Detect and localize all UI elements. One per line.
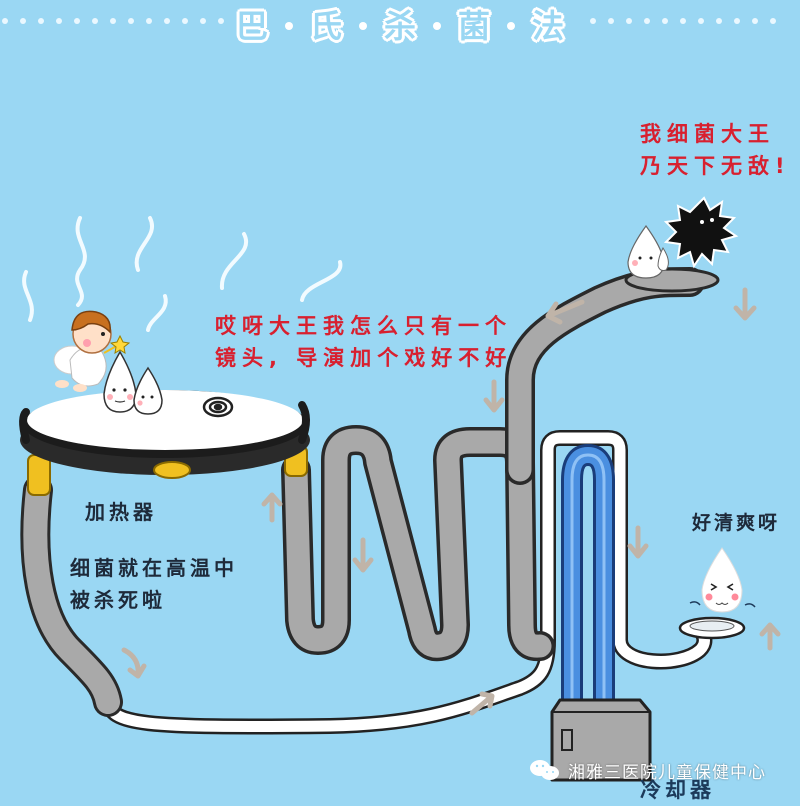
title-char: 巴: [235, 7, 268, 45]
droplet-complaint-speech: 哎呀大王我怎么只有一个 镜头, 导演加个戏好不好: [215, 310, 512, 374]
droplet-character-spout: [627, 224, 669, 279]
title-dots-right: [590, 18, 776, 24]
wechat-icon: [530, 760, 559, 780]
watermark-text: 湘雅三医院儿童保健中心: [568, 762, 766, 783]
title-separator: [507, 22, 515, 30]
title-separator: [285, 22, 293, 30]
watermark: 湘雅三医院儿童保健中心: [528, 755, 766, 785]
swirl-hole-icon: [202, 396, 234, 418]
caption-line: 细菌就在高温中: [70, 556, 238, 580]
cooler-label: 冷却器: [640, 778, 715, 802]
angel-icon: [53, 310, 131, 392]
title-char: 菌: [457, 7, 490, 45]
flow-arrow-icons: [121, 287, 781, 716]
bacteria-king-speech: 我细菌大王 乃天下无敌!: [640, 118, 791, 182]
title-char: 杀: [383, 7, 416, 45]
speech-line: 哎呀大王我怎么只有一个: [215, 314, 512, 338]
title-dots-left: [2, 18, 224, 24]
caption-line: 被杀死啦: [70, 588, 166, 612]
title-char: 法: [531, 7, 564, 45]
title-separator: [433, 22, 441, 30]
heater-label: 加热器: [85, 500, 157, 524]
cooled-droplet-speech: 好清爽呀: [692, 512, 781, 534]
heater-icon: [19, 390, 310, 496]
heater-caption: 细菌就在高温中 被杀死啦: [70, 552, 238, 616]
droplet-characters-heater: [103, 350, 163, 415]
droplet-character-cooled: [689, 547, 756, 613]
gray-pipe-left: [20, 475, 123, 717]
page-title: 巴 氏 杀 菌 法: [0, 4, 800, 48]
speech-line: 我细菌大王: [640, 122, 775, 146]
cooler-tube: [561, 443, 615, 712]
title-char: 氏: [309, 7, 342, 45]
bacterium-king-icon: [663, 196, 739, 269]
heat-waves-icon: [22, 216, 343, 332]
cooler-box-icon: [550, 698, 652, 782]
speech-line: 镜头, 导演加个戏好不好: [215, 346, 513, 370]
title-separator: [359, 22, 367, 30]
speech-line: 乃天下无敌!: [640, 154, 791, 178]
